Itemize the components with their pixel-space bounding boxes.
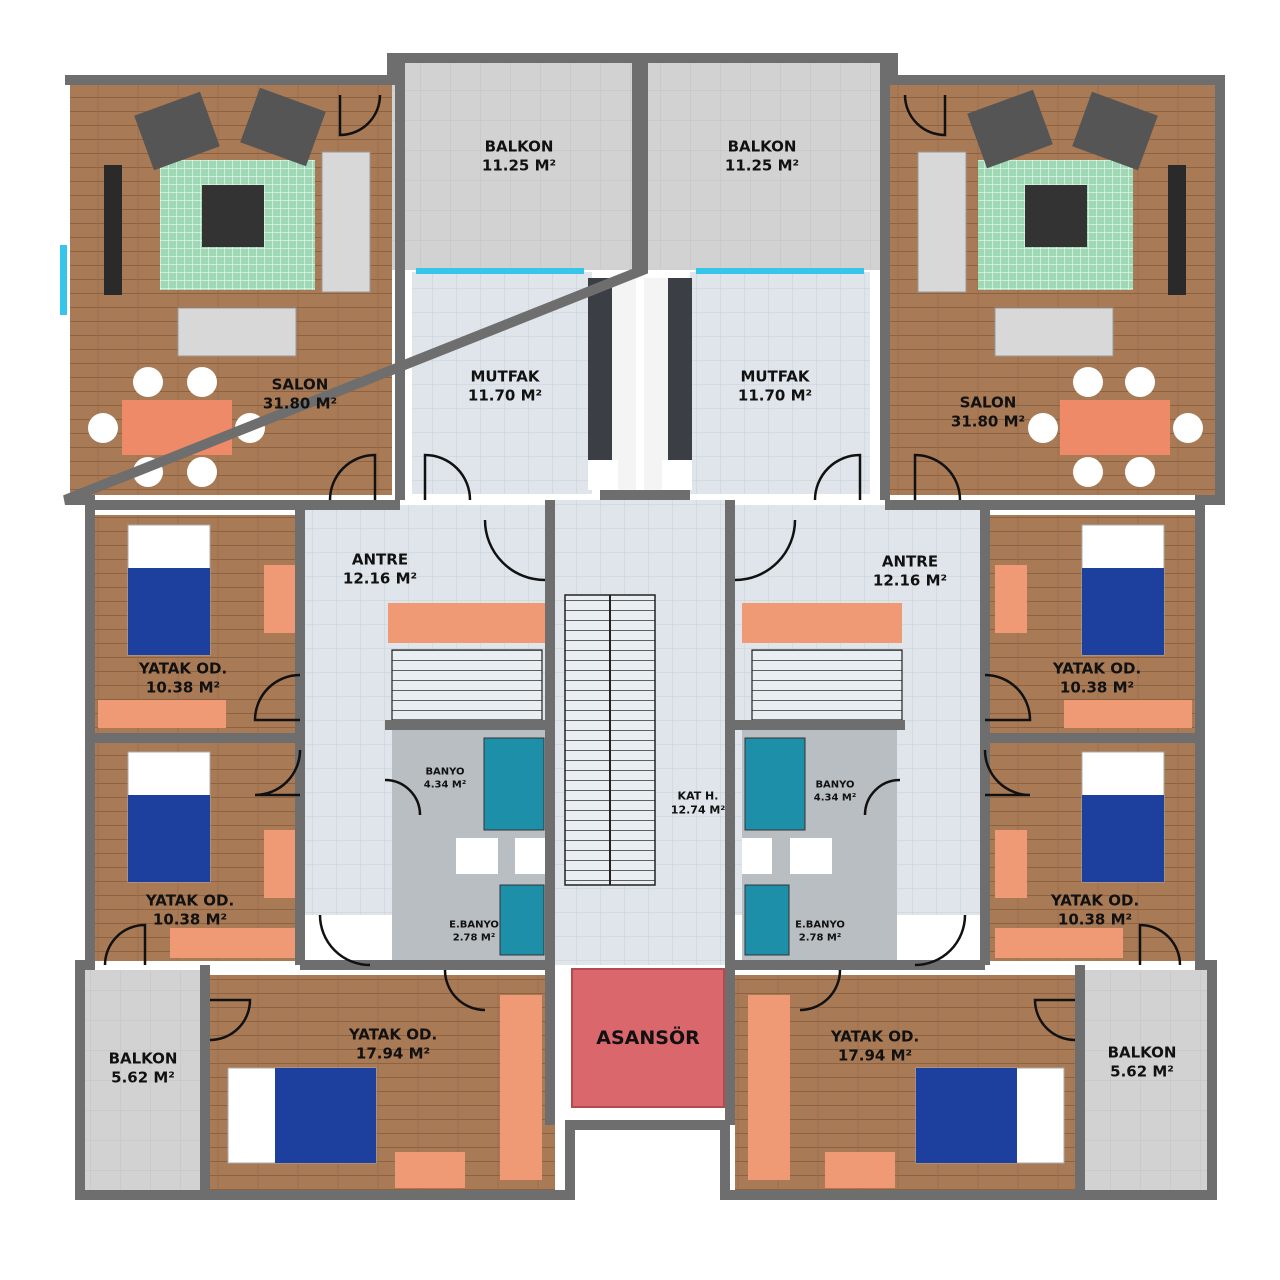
room-label-balkon-bottom-right: BALKON 5.62 M² [1108, 1043, 1177, 1081]
room-area: 4.34 M² [813, 792, 857, 803]
room-name: MUTFAK [470, 367, 540, 386]
room-label-antre-left: ANTRE 12.16 M² [343, 550, 417, 588]
room-name: BANYO [425, 766, 465, 778]
room-area: 10.38 M² [1059, 678, 1135, 696]
room-label-banyo-right: BANYO 4.34 M² [814, 780, 857, 805]
elevator-label: ASANSÖR [596, 1027, 700, 1049]
room-label-balkon-top-left: BALKON 11.25 M² [482, 137, 556, 175]
room-area: 11.70 M² [737, 386, 813, 404]
room-name: E.BANYO [795, 919, 845, 931]
room-name: SALON [959, 393, 1017, 412]
room-label-kat-hol: KAT H. 12.74 M² [671, 789, 725, 817]
room-area: 31.80 M² [262, 394, 338, 412]
room-area: 12.16 M² [342, 569, 418, 587]
room-area: 11.25 M² [724, 156, 800, 174]
room-label-balkon-top-right: BALKON 11.25 M² [725, 137, 799, 175]
room-area: 5.62 M² [1110, 1062, 1174, 1080]
walls [63, 53, 1225, 1200]
room-name: ANTRE [881, 552, 939, 571]
room-name: BALKON [727, 137, 797, 156]
room-label-mutfak-right: MUTFAK 11.70 M² [738, 367, 812, 405]
room-area: 2.78 M² [452, 932, 496, 943]
room-area: 2.78 M² [798, 932, 842, 943]
living-furniture-right [917, 89, 1203, 487]
room-area: 11.25 M² [481, 156, 557, 174]
balcony-floors [82, 58, 1208, 1195]
room-label-salon-left: SALON 31.80 M² [263, 375, 337, 413]
room-label-antre-right: ANTRE 12.16 M² [873, 552, 947, 590]
room-name: YATAK OD. [1050, 891, 1140, 910]
doors [103, 94, 1182, 1042]
room-name: YATAK OD. [830, 1027, 920, 1046]
room-name: BALKON [484, 137, 554, 156]
living-furniture-left [88, 87, 371, 487]
room-area: 4.34 M² [423, 779, 467, 790]
room-name: YATAK OD. [348, 1025, 438, 1044]
room-name: BALKON [108, 1049, 178, 1068]
kitchen-counters [588, 278, 692, 490]
room-area: 12.74 M² [670, 803, 726, 816]
room-label-yatak-left-1: YATAK OD. 10.38 M² [139, 659, 227, 697]
room-label-banyo-left: BANYO 4.34 M² [424, 767, 467, 792]
room-name: MUTFAK [740, 367, 810, 386]
room-area: 10.38 M² [1057, 910, 1133, 928]
room-name: BALKON [1107, 1043, 1177, 1062]
antre-furniture [388, 603, 902, 643]
room-area: 12.16 M² [872, 571, 948, 589]
room-name: YATAK OD. [145, 891, 235, 910]
room-name: E.BANYO [449, 919, 499, 931]
room-name: BANYO [815, 779, 855, 791]
room-name: YATAK OD. [1052, 659, 1142, 678]
room-name: YATAK OD. [138, 659, 228, 678]
room-label-yatak-right-2: YATAK OD. 10.38 M² [1051, 891, 1139, 929]
room-area: 10.38 M² [145, 678, 221, 696]
room-name: SALON [271, 375, 329, 394]
room-label-ebanyo-left: E.BANYO 2.78 M² [449, 920, 499, 945]
room-area: 5.62 M² [111, 1068, 175, 1086]
room-area: 17.94 M² [355, 1044, 431, 1062]
bathroom-fixtures [456, 737, 832, 956]
wardrobes-desks [98, 565, 1192, 1188]
room-area: 17.94 M² [837, 1046, 913, 1064]
room-area: 11.70 M² [467, 386, 543, 404]
room-name: KAT H. [677, 789, 719, 803]
room-label-master-right: YATAK OD. 17.94 M² [831, 1027, 919, 1065]
room-label-master-left: YATAK OD. 17.94 M² [349, 1025, 437, 1063]
room-label-ebanyo-right: E.BANYO 2.78 M² [795, 920, 845, 945]
room-area: 10.38 M² [152, 910, 228, 928]
room-label-mutfak-left: MUTFAK 11.70 M² [468, 367, 542, 405]
elevator: ASANSÖR [571, 968, 725, 1108]
room-label-yatak-right-1: YATAK OD. 10.38 M² [1053, 659, 1141, 697]
room-label-balkon-bottom-left: BALKON 5.62 M² [109, 1049, 178, 1087]
room-name: ANTRE [351, 550, 409, 569]
room-label-yatak-left-2: YATAK OD. 10.38 M² [146, 891, 234, 929]
staircase [391, 594, 903, 886]
beds [127, 524, 1165, 1164]
room-area: 31.80 M² [950, 412, 1026, 430]
room-label-salon-right: SALON 31.80 M² [951, 393, 1025, 431]
